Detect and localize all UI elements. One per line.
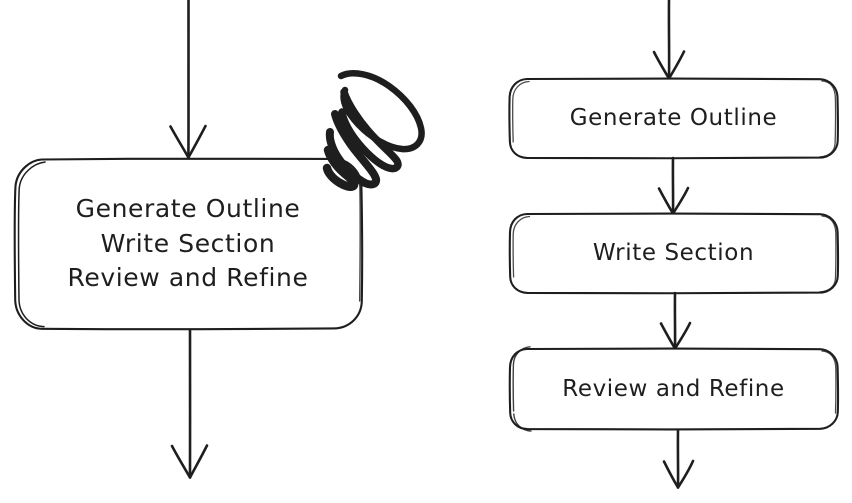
merged-step-node-shape[interactable] bbox=[13, 157, 364, 331]
review-and-refine-node-shape[interactable] bbox=[508, 346, 840, 432]
write-section-node-shape[interactable] bbox=[508, 212, 840, 295]
right-outbound-arrow bbox=[662, 428, 695, 489]
generate-outline-node-shape[interactable] bbox=[508, 77, 839, 160]
left-outbound-arrow bbox=[170, 328, 209, 479]
right-inbound-arrow bbox=[652, 0, 686, 80]
scribble-mark-icon bbox=[322, 70, 425, 191]
arrow-write-to-review bbox=[659, 291, 692, 350]
left-inbound-arrow bbox=[169, 0, 207, 159]
arrow-outline-to-write bbox=[657, 156, 690, 215]
